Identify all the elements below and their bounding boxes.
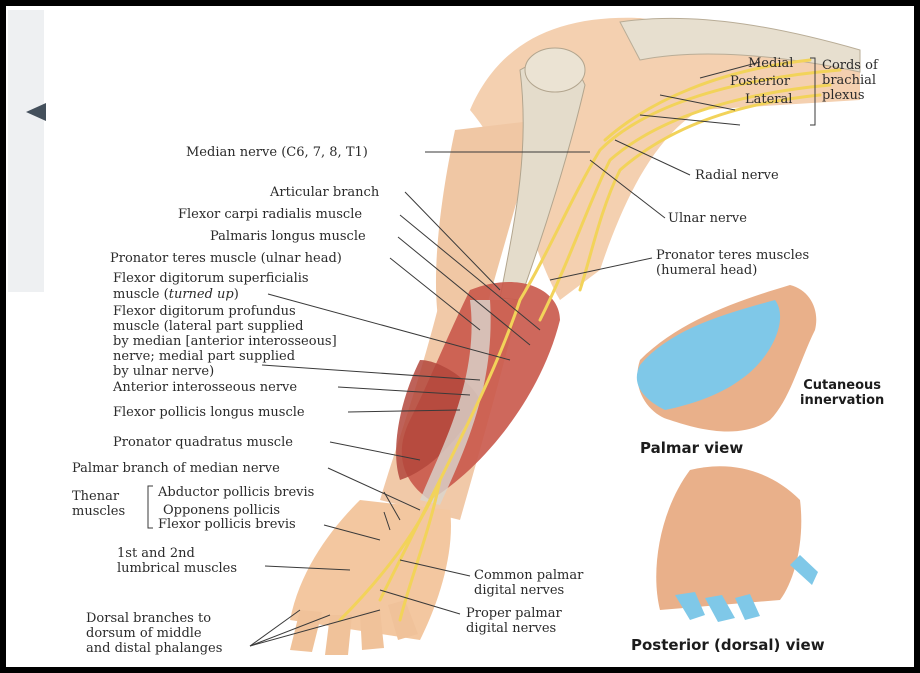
label-flexor-pollicis-longus: Flexor pollicis longus muscle <box>113 405 305 420</box>
label-cords-group: Cords of brachial plexus <box>822 58 878 103</box>
label-palmar-view: Palmar view <box>640 441 743 456</box>
dorsal-hand <box>656 466 801 610</box>
label-cutaneous-innervation: Cutaneous innervation <box>800 378 884 408</box>
label-fds-line1: Flexor digitorum superficialis <box>113 271 309 286</box>
thenar-bracket <box>148 486 153 528</box>
label-pronator-teres-humeral: Pronator teres muscles (humeral head) <box>656 248 809 278</box>
label-palmaris-longus: Palmaris longus muscle <box>210 229 366 244</box>
humeral-head <box>525 48 585 92</box>
label-fdp: Flexor digitorum profundus muscle (later… <box>113 304 337 379</box>
label-flexor-pollicis-brevis: Flexor pollicis brevis <box>158 517 296 532</box>
label-dorsal-view: Posterior (dorsal) view <box>631 638 825 653</box>
label-anterior-interosseous: Anterior interosseous nerve <box>113 380 297 395</box>
label-pronator-teres-ulnar: Pronator teres muscle (ulnar head) <box>110 251 342 266</box>
label-common-palmar: Common palmar digital nerves <box>474 568 583 598</box>
label-ulnar-nerve: Ulnar nerve <box>668 211 747 226</box>
label-palmar-branch: Palmar branch of median nerve <box>72 461 280 476</box>
label-lateral-cord: Lateral <box>745 92 792 107</box>
label-flexor-carpi-radialis: Flexor carpi radialis muscle <box>178 207 362 222</box>
label-posterior-cord: Posterior <box>730 74 790 89</box>
label-fds-line2: muscle (turned up) <box>113 287 239 302</box>
label-proper-palmar: Proper palmar digital nerves <box>466 606 562 636</box>
label-opponens-pollicis: Opponens pollicis <box>163 503 280 518</box>
label-articular-branch: Articular branch <box>270 185 379 200</box>
label-median-nerve: Median nerve (C6, 7, 8, T1) <box>186 145 368 160</box>
label-radial-nerve: Radial nerve <box>695 168 779 183</box>
label-dorsal-branches: Dorsal branches to dorsum of middle and … <box>86 611 222 656</box>
label-pronator-quadratus: Pronator quadratus muscle <box>113 435 293 450</box>
label-medial-cord: Medial <box>748 56 793 71</box>
label-abductor-pollicis-brevis: Abductor pollicis brevis <box>158 485 314 500</box>
label-thenar-group: Thenar muscles <box>72 489 125 519</box>
label-lumbricals: 1st and 2nd lumbrical muscles <box>117 546 237 576</box>
